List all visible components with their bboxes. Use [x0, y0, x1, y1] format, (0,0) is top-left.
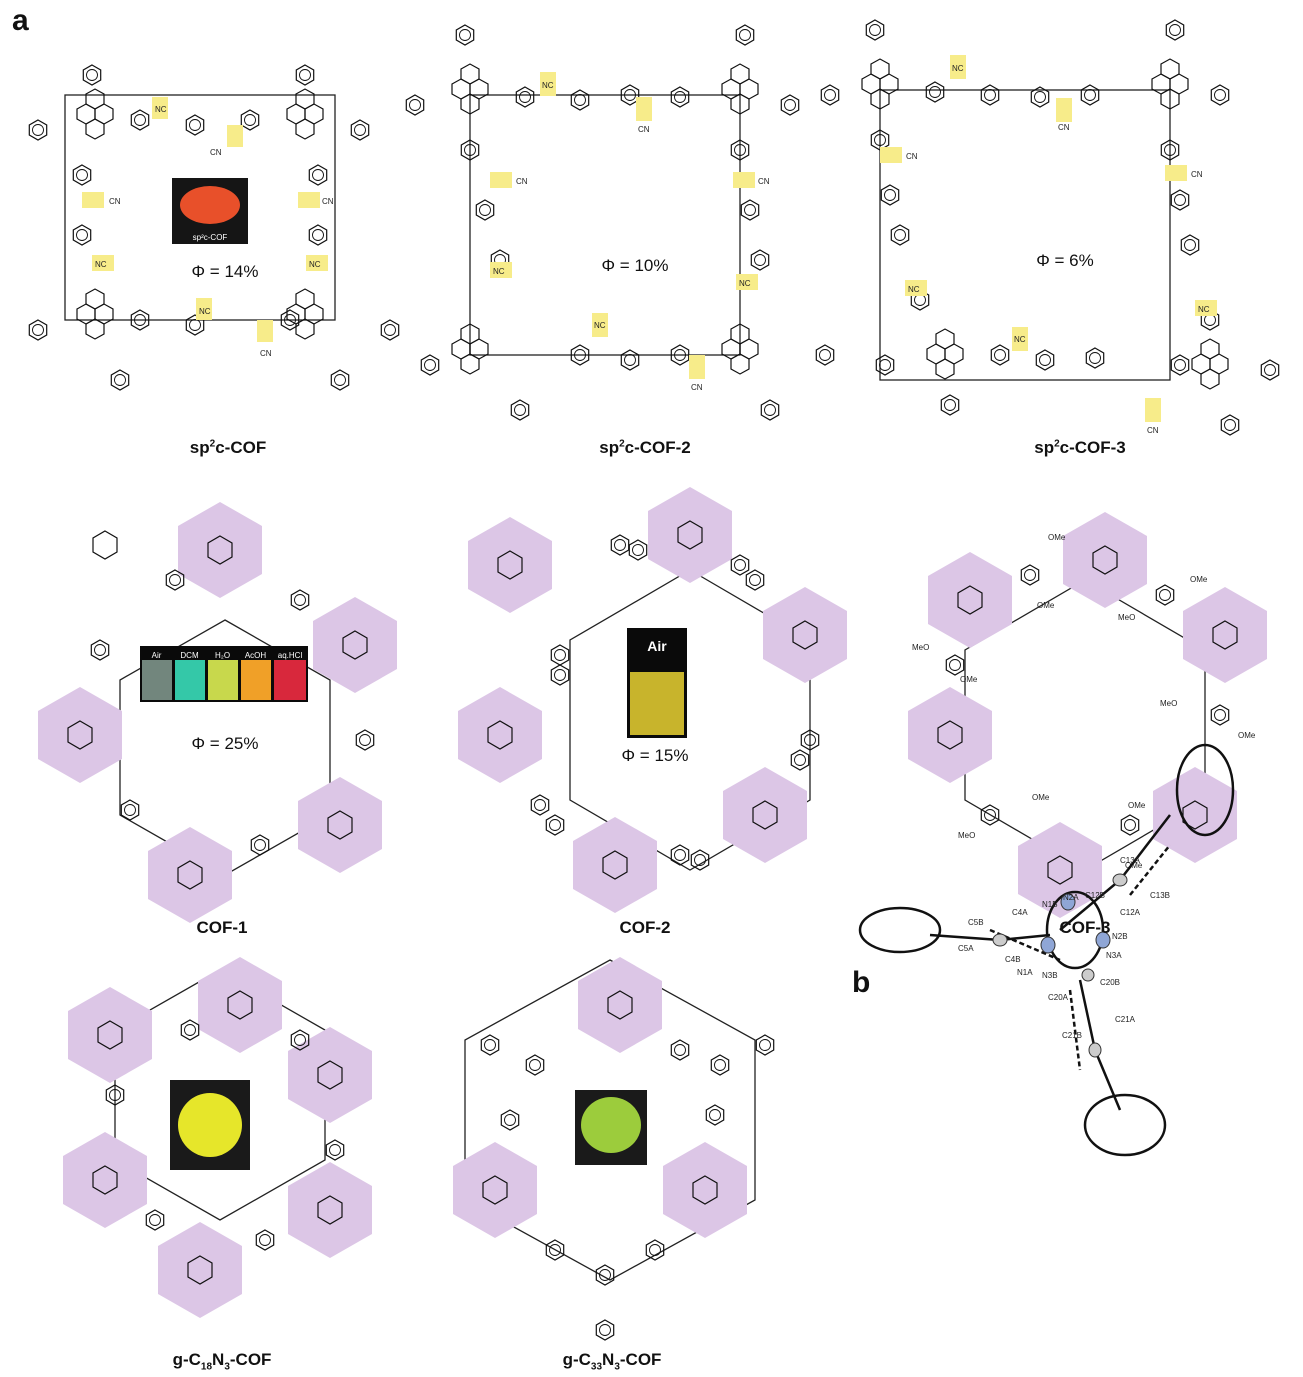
- cn-group: CN: [109, 197, 121, 206]
- cn-group: CN: [906, 152, 918, 161]
- solvent-label: DCM: [180, 651, 199, 660]
- solvent-label: H₂O: [214, 651, 231, 660]
- cof-1-caption: COF-1: [196, 918, 248, 937]
- cof-3-caption: COF-3: [1059, 918, 1111, 937]
- atom-c13a: C13A: [1120, 856, 1141, 865]
- sp2c-cof-2-caption: sp2c-COF-2: [599, 438, 691, 457]
- atom-c21b: C21B: [1062, 1031, 1082, 1040]
- atom-c4a: C4A: [1012, 908, 1028, 917]
- cof-2-structure: [458, 487, 847, 913]
- ome-group: OMe: [1048, 533, 1066, 542]
- atom-c5b: C5B: [968, 918, 984, 927]
- nc-group: NC: [908, 285, 920, 294]
- g-c33n3-cof-structure: [453, 957, 775, 1341]
- meo-group: MeO: [958, 831, 975, 840]
- atom-c12a: C12A: [1120, 908, 1141, 917]
- nc-group: NC: [309, 260, 321, 269]
- cn-group: CN: [516, 177, 528, 186]
- nc-group: NC: [1198, 305, 1210, 314]
- ome-group: OMe: [1037, 601, 1055, 610]
- cn-group: CN: [758, 177, 770, 186]
- atom-n2a: N2A: [1063, 893, 1079, 902]
- meo-group: MeO: [1160, 699, 1177, 708]
- sp2c-cof-photo-label: sp²c-COF: [192, 233, 228, 242]
- panel-label-b: b: [852, 966, 871, 999]
- nc-group: NC: [199, 307, 211, 316]
- cof-1-solvent-labels: Air DCM H₂O AcOH aq.HCl: [140, 651, 308, 660]
- sp2c-cof-3-caption: sp2c-COF-3: [1034, 438, 1126, 457]
- ome-group: OMe: [960, 675, 978, 684]
- sp2c-cof-structure: NC CN CN NC CN NC NC CN: [28, 64, 400, 391]
- atom-c4b: C4B: [1005, 955, 1021, 964]
- atom-c20b: C20B: [1100, 978, 1120, 987]
- ome-group: OMe: [1125, 861, 1143, 870]
- triazine-cof-rows: OMe OMe OMe MeO MeO OMe MeO OMe OMe MeO …: [38, 487, 1267, 1341]
- cof-1-phi: Φ = 25%: [191, 734, 259, 753]
- ome-group: OMe: [1128, 801, 1146, 810]
- sp2c-cof-2-structure: NC CN CN NC CN NC NC CN: [405, 24, 835, 421]
- panel-label-a: a: [12, 4, 29, 37]
- atom-n2b: N2B: [1112, 932, 1128, 941]
- atom-n1a: N1A: [1017, 968, 1033, 977]
- cn-group: CN: [1058, 123, 1070, 132]
- cn-group: CN: [638, 125, 650, 134]
- g-c18n3-cof-caption: g-C18N3-COF: [172, 1350, 272, 1373]
- nc-group: NC: [95, 260, 107, 269]
- nc-group: NC: [739, 279, 751, 288]
- sp2c-cof-3-phi: Φ = 6%: [1036, 251, 1094, 270]
- sp2c-cof-caption: sp2c-COF: [189, 438, 267, 457]
- nc-group: NC: [542, 81, 554, 90]
- atom-c13b: C13B: [1150, 891, 1170, 900]
- atom-n3a: N3A: [1106, 951, 1122, 960]
- nc-group: NC: [493, 267, 505, 276]
- nc-group: NC: [155, 105, 167, 114]
- g-c18n3-cof-structure: [63, 957, 372, 1318]
- sp2c-cof-phi: Φ = 14%: [191, 262, 259, 281]
- sp2c-cof-3-structure: NC CN CN NC CN NC NC CN: [820, 19, 1280, 436]
- crystal-structure: C5B C4A N1B N2A C12B C13A C13B C12A C5A …: [858, 743, 1235, 1157]
- cof-3-structure: OMe OMe OMe MeO MeO OMe MeO OMe OMe MeO …: [908, 512, 1267, 918]
- nc-group: NC: [594, 321, 606, 330]
- cof-2-phi: Φ = 15%: [621, 746, 689, 765]
- cof-2-photo-label: Air: [647, 638, 667, 654]
- cof-1-structure: [38, 502, 397, 923]
- meo-group: MeO: [912, 643, 929, 652]
- solvent-label: Air: [151, 651, 162, 660]
- sp2c-cof-row: NC CN CN NC CN NC NC CN NC CN CN NC C: [28, 19, 1280, 436]
- ome-group: OMe: [1238, 731, 1256, 740]
- solvent-label: AcOH: [244, 651, 267, 660]
- atom-c12b: C12B: [1085, 891, 1105, 900]
- cn-group: CN: [1147, 426, 1159, 435]
- sp2c-cof-2-phi: Φ = 10%: [601, 256, 669, 275]
- cn-group: CN: [322, 197, 334, 206]
- meo-group: MeO: [1118, 613, 1135, 622]
- atom-c5a: C5A: [958, 944, 974, 953]
- ome-group: OMe: [1032, 793, 1050, 802]
- atom-c20a: C20A: [1048, 993, 1069, 1002]
- nc-group: NC: [952, 64, 964, 73]
- solvent-label: aq.HCl: [277, 651, 303, 660]
- atom-n3b: N3B: [1042, 971, 1058, 980]
- cn-group: CN: [260, 349, 272, 358]
- ome-group: OMe: [1190, 575, 1208, 584]
- atom-n1b: N1B: [1042, 900, 1058, 909]
- cof-2-caption: COF-2: [619, 918, 671, 937]
- cn-group: CN: [210, 148, 222, 157]
- atom-c21a: C21A: [1115, 1015, 1136, 1024]
- g-c33n3-cof-caption: g-C33N3-COF: [562, 1350, 662, 1373]
- cn-group: CN: [691, 383, 703, 392]
- cn-group: CN: [1191, 170, 1203, 179]
- nc-group: NC: [1014, 335, 1026, 344]
